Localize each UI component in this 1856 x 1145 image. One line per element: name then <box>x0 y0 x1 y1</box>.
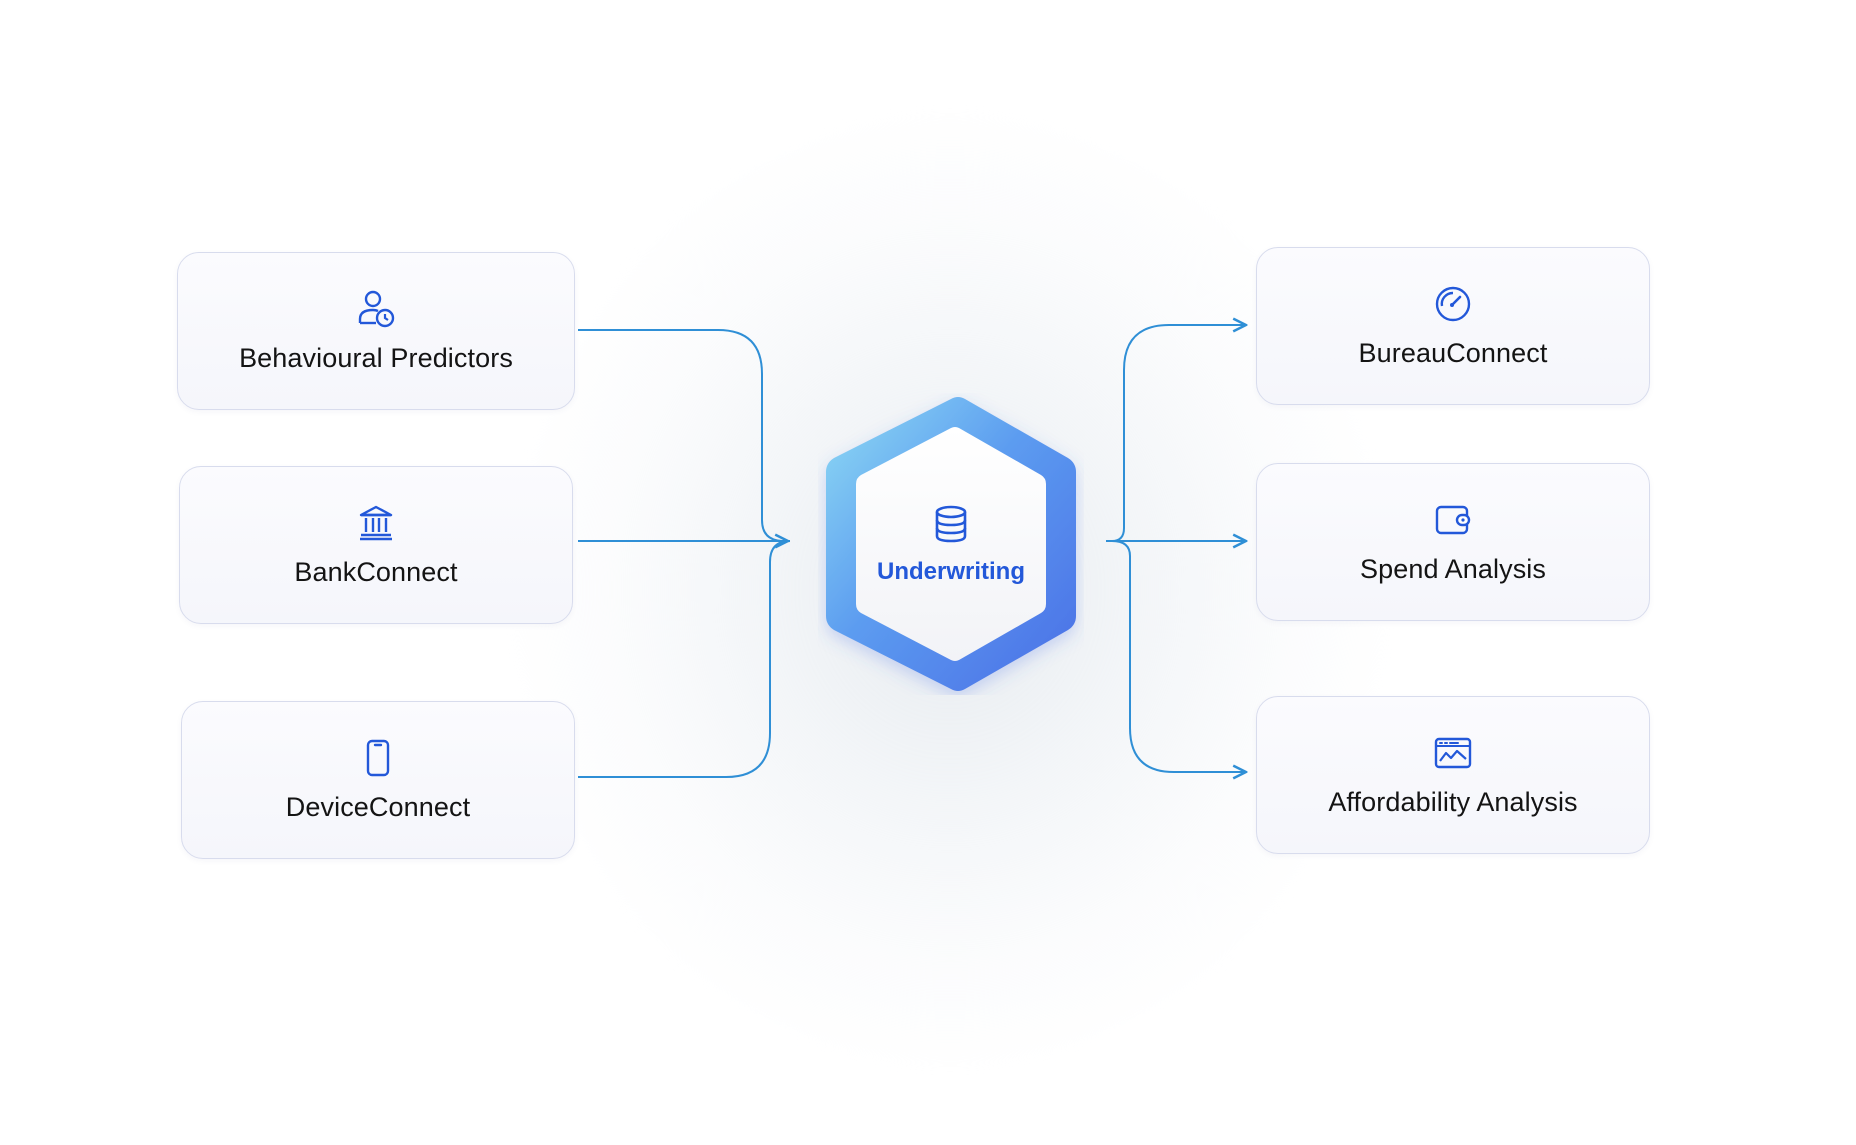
card-label: BureauConnect <box>1358 337 1548 368</box>
card-spend-analysis[interactable]: Spend Analysis <box>1256 463 1650 621</box>
gauge-icon <box>1433 284 1473 324</box>
card-deviceconnect[interactable]: DeviceConnect <box>181 701 575 859</box>
card-label: Affordability Analysis <box>1328 786 1578 817</box>
connector-device <box>578 540 791 778</box>
connector-bureau <box>1111 325 1246 542</box>
database-icon <box>933 505 969 548</box>
card-bureauconnect[interactable]: BureauConnect <box>1256 247 1650 405</box>
card-affordability-analysis[interactable]: Affordability Analysis <box>1256 696 1650 854</box>
bank-icon <box>356 503 396 543</box>
user-clock-icon <box>356 289 396 329</box>
underwriting-label: Underwriting <box>877 557 1025 585</box>
card-label: BankConnect <box>294 556 458 587</box>
card-label: Spend Analysis <box>1359 553 1547 584</box>
mobile-device-icon <box>358 738 398 778</box>
card-label: Behavioural Predictors <box>239 342 513 373</box>
card-label: DeviceConnect <box>285 791 471 822</box>
wallet-icon <box>1433 500 1473 540</box>
connector-behavioural <box>578 329 783 542</box>
connector-affordability <box>1111 540 1246 772</box>
card-bankconnect[interactable]: BankConnect <box>179 466 573 624</box>
chart-window-icon <box>1433 733 1473 773</box>
underwriting-node: Underwriting <box>840 420 1062 670</box>
card-behavioural-predictors[interactable]: Behavioural Predictors <box>177 252 575 410</box>
underwriting-hexagon <box>826 397 1076 691</box>
